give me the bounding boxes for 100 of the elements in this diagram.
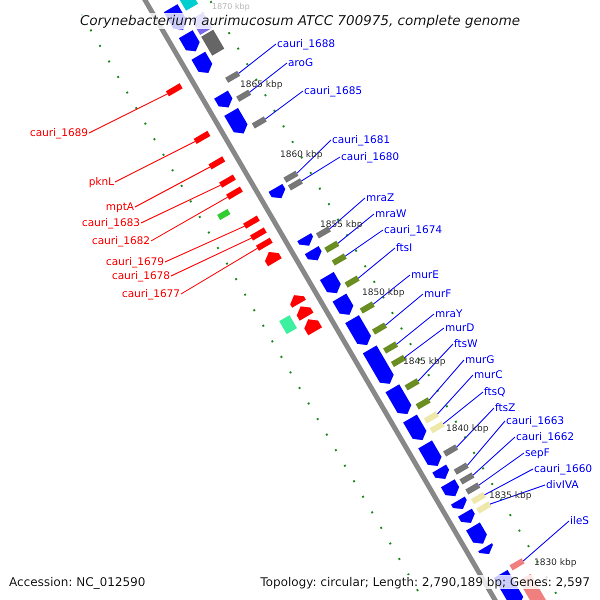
leader-line [437, 374, 474, 414]
gene-label: cauri_1663 [506, 415, 564, 428]
genome-info-text: Topology: circular; Length: 2,790,189 bp; Genes: 2,597 [260, 575, 590, 589]
gene-block [360, 301, 375, 314]
gene-block [424, 411, 439, 424]
gene-label: ftsQ [484, 386, 506, 399]
tick-label: 1835 kbp [489, 491, 532, 501]
gene-label: cauri_1683 [82, 217, 140, 230]
leader-line [88, 93, 168, 134]
gene-label: ftsZ [495, 402, 516, 415]
gene-label: murF [424, 288, 452, 301]
tick-label: 1830 kbp [534, 558, 576, 568]
gene-label: cauri_1674 [384, 224, 442, 237]
gene-label: cauri_1689 [30, 127, 88, 140]
gene-label: mptA [106, 201, 134, 214]
accession-text: Accession: NC_012590 [9, 575, 146, 589]
gene-block [288, 178, 303, 191]
tick-label: 1840 kbp [446, 424, 488, 434]
gene-block [459, 472, 475, 485]
tick-label: 1870 kbp [212, 2, 250, 11]
leader-line [238, 44, 276, 74]
gene-block [383, 341, 398, 354]
gene-label: cauri_1685 [304, 85, 362, 98]
leader-line [385, 294, 424, 326]
gene-label: cauri_1680 [341, 151, 400, 164]
gene-label: cauri_1678 [112, 270, 170, 283]
leader-line [372, 274, 410, 305]
gene-label: divIVA [546, 479, 579, 492]
leader-line [358, 248, 396, 279]
leader-line [404, 328, 444, 358]
gene-label: ileS [570, 515, 589, 528]
gene-label: murC [474, 369, 503, 382]
gene-block [283, 170, 298, 183]
leader-line [114, 141, 196, 182]
leader-line [472, 436, 516, 476]
leader-line [301, 156, 340, 182]
gene-label: ftsI [396, 242, 412, 255]
gene-block [454, 462, 469, 475]
gene-block [252, 116, 267, 129]
leader-line [140, 184, 222, 224]
gene-block [166, 83, 183, 96]
gene-label: murD [445, 322, 474, 335]
leader-line [478, 452, 524, 486]
leader-line [456, 408, 494, 448]
gene-label: pknL [88, 176, 114, 189]
gene-block [236, 90, 252, 102]
gene-label: mraZ [366, 192, 394, 205]
gene-block [226, 186, 243, 200]
gene-block [225, 70, 240, 83]
gene-label: murE [411, 269, 439, 282]
gene-label: cauri_1660 [534, 463, 592, 476]
leader-line [484, 468, 534, 496]
leader-line [164, 226, 246, 262]
gene-block [430, 421, 445, 434]
gene-label: aroG [288, 57, 314, 70]
leader-line [134, 166, 210, 208]
leader-line [418, 344, 454, 382]
leader-line [396, 314, 434, 345]
gene-label: murG [465, 354, 494, 367]
leader-line [180, 248, 258, 294]
leader-line [150, 196, 228, 242]
gene-block [256, 238, 273, 251]
leader-line [344, 230, 384, 257]
leader-line [522, 520, 570, 562]
leader-line [264, 90, 304, 120]
leader-line [296, 140, 332, 174]
gene-block [243, 216, 260, 229]
gene-block [476, 501, 492, 514]
gene-block [316, 226, 331, 239]
gene-label: mraY [435, 308, 462, 321]
leader-line [428, 360, 464, 400]
gene-label: cauri_1682 [92, 235, 150, 248]
gene-block [250, 227, 267, 241]
gene-block [219, 174, 236, 188]
leader-line [442, 392, 484, 424]
gene-label: mraW [375, 208, 406, 221]
gene-label: cauri_1677 [122, 288, 180, 301]
gene-label: sepF [525, 447, 550, 460]
gene-block [470, 492, 486, 504]
gene-block [465, 482, 480, 495]
gene-block [332, 253, 347, 266]
gene-block [416, 397, 431, 410]
gene-block [324, 240, 340, 253]
gene-block [344, 276, 360, 288]
gene-label: cauri_1688 [277, 38, 336, 51]
leader-line [466, 420, 506, 466]
gene-block [372, 322, 388, 335]
gene-block [390, 354, 406, 368]
leader-line [337, 214, 374, 244]
leader-line [490, 484, 546, 505]
gene-label: cauri_1662 [516, 431, 574, 444]
tick-label: 1850 kbp [362, 288, 404, 298]
gene-block [443, 444, 458, 457]
gene-block [404, 378, 420, 391]
gene-block [208, 156, 226, 170]
title: Corynebacterium aurimucosum ATCC 700975, complete genome [80, 13, 520, 29]
gene-label: ftsW [454, 338, 478, 351]
gene-block [194, 130, 210, 144]
gene-label: cauri_1681 [332, 134, 390, 147]
gene-label: cauri_1679 [106, 256, 164, 269]
